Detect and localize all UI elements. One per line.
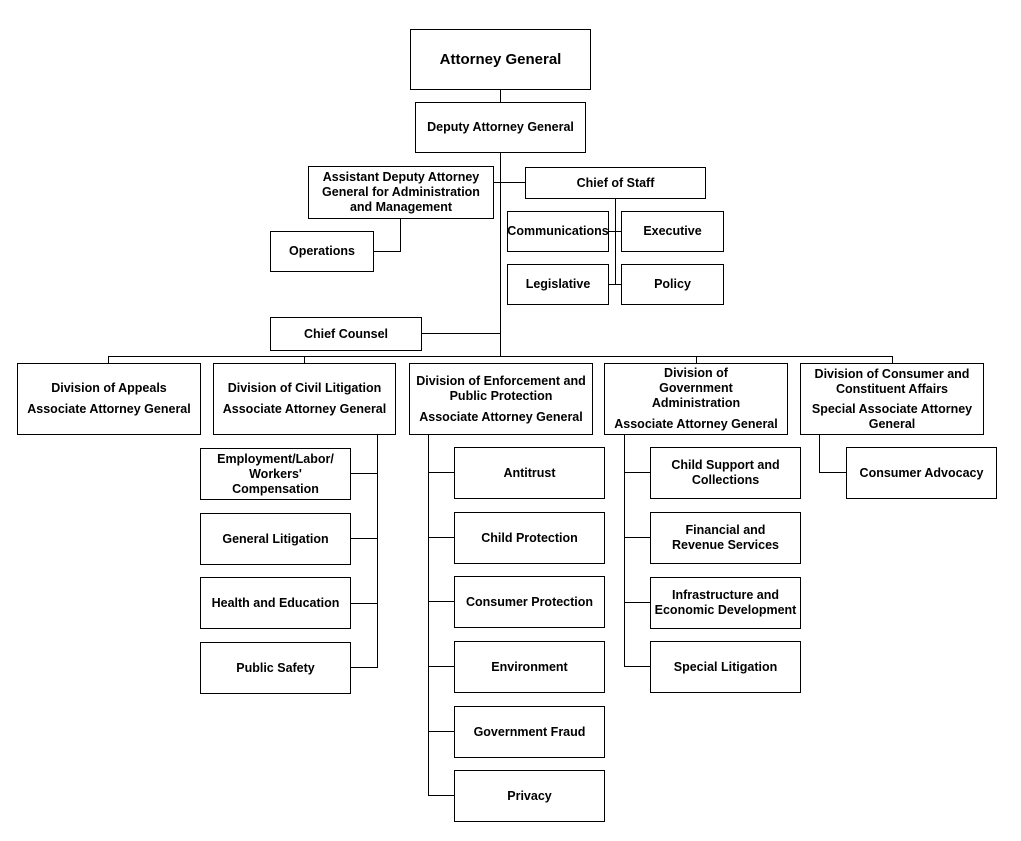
unit-label: Special Litigation (673, 659, 778, 674)
connector (108, 356, 893, 357)
unit-label: Government Fraud (473, 724, 586, 739)
unit-label: Public Safety (236, 660, 315, 675)
division-name: Division of Government Administration (651, 366, 741, 410)
box-label: Communications (507, 224, 609, 238)
connector (615, 198, 616, 285)
unit-label: General Litigation (222, 531, 329, 546)
division-enforcement-box: Division of Enforcement and Public Prote… (409, 363, 593, 435)
unit-box: Health and Education (200, 577, 351, 629)
division-name: Division of Appeals (51, 381, 167, 395)
connector (624, 434, 625, 667)
connector (373, 251, 401, 252)
connector (493, 182, 525, 183)
unit-label: Privacy (507, 788, 552, 803)
unit-box: Child Protection (454, 512, 605, 564)
connector (819, 434, 820, 473)
division-name: Division of Consumer and Constituent Aff… (814, 366, 970, 396)
unit-box: Child Support and Collections (650, 447, 801, 499)
connector (421, 333, 501, 334)
box-label: Deputy Attorney General (427, 120, 574, 134)
division-head: Associate Attorney General (614, 417, 778, 431)
division-civil-litigation-box: Division of Civil Litigation Associate A… (213, 363, 396, 435)
division-head: Associate Attorney General (419, 409, 583, 424)
connector (377, 434, 378, 668)
communications-box: Communications (507, 211, 609, 252)
unit-label: Health and Education (211, 595, 340, 610)
connector (624, 537, 651, 538)
connector (696, 356, 697, 364)
box-label: Executive (643, 224, 702, 238)
unit-box: Privacy (454, 770, 605, 822)
unit-box: Antitrust (454, 447, 605, 499)
unit-box: Infrastructure and Economic Development (650, 577, 801, 629)
connector (428, 795, 455, 796)
unit-box: Consumer Protection (454, 576, 605, 628)
box-label: Chief Counsel (303, 326, 389, 341)
division-head: Associate Attorney General (222, 402, 387, 416)
division-name: Division of Enforcement and Public Prote… (416, 373, 586, 403)
unit-label: Antitrust (503, 465, 556, 480)
connector (428, 601, 455, 602)
division-head: Associate Attorney General (27, 402, 191, 416)
division-name: Division of Civil Litigation (227, 381, 382, 395)
unit-box: Employment/Labor/ Workers' Compensation (200, 448, 351, 500)
unit-box: Consumer Advocacy (846, 447, 997, 499)
unit-label: Child Support and Collections (671, 458, 780, 487)
unit-label: Financial and Revenue Services (671, 523, 779, 552)
connector (400, 218, 401, 251)
connector (350, 667, 378, 668)
unit-label: Environment (491, 659, 568, 674)
deputy-attorney-general-box: Deputy Attorney General (415, 102, 586, 153)
connector (500, 89, 501, 103)
connector (428, 537, 455, 538)
operations-box: Operations (270, 231, 374, 272)
connector (500, 152, 501, 357)
unit-label: Consumer Protection (465, 594, 594, 609)
connector (624, 472, 651, 473)
box-label: Policy (654, 277, 691, 291)
unit-label: Child Protection (481, 530, 578, 545)
chief-counsel-box: Chief Counsel (270, 317, 422, 351)
box-label: Assistant Deputy Attorney General for Ad… (322, 170, 480, 214)
chief-of-staff-box: Chief of Staff (525, 167, 706, 199)
connector (608, 231, 622, 232)
legislative-box: Legislative (507, 264, 609, 305)
policy-box: Policy (621, 264, 724, 305)
division-appeals-box: Division of Appeals Associate Attorney G… (17, 363, 201, 435)
unit-box: Government Fraud (454, 706, 605, 758)
attorney-general-box: Attorney General (410, 29, 591, 90)
box-label: Legislative (525, 277, 591, 291)
connector (892, 356, 893, 364)
unit-box: Financial and Revenue Services (650, 512, 801, 564)
box-label: Attorney General (439, 51, 562, 68)
unit-box: Environment (454, 641, 605, 693)
unit-label: Consumer Advocacy (859, 465, 984, 480)
unit-box: General Litigation (200, 513, 351, 565)
connector (350, 473, 378, 474)
connector (624, 666, 651, 667)
box-label: Chief of Staff (576, 175, 655, 190)
unit-label: Employment/Labor/ Workers' Compensation (217, 451, 334, 496)
unit-box: Special Litigation (650, 641, 801, 693)
executive-box: Executive (621, 211, 724, 252)
unit-label: Infrastructure and Economic Development (654, 588, 797, 617)
connector (428, 666, 455, 667)
division-government-admin-box: Division of Government Administration As… (604, 363, 788, 435)
division-head: Special Associate Attorney General (811, 401, 973, 431)
connector (608, 284, 622, 285)
connector (428, 472, 455, 473)
unit-box: Public Safety (200, 642, 351, 694)
connector (428, 731, 455, 732)
connector (428, 434, 429, 796)
division-consumer-affairs-box: Division of Consumer and Constituent Aff… (800, 363, 984, 435)
connector (350, 603, 378, 604)
connector (624, 602, 651, 603)
connector (108, 356, 109, 364)
connector (819, 472, 847, 473)
connector (350, 538, 378, 539)
assistant-deputy-box: Assistant Deputy Attorney General for Ad… (308, 166, 494, 219)
box-label: Operations (289, 244, 355, 258)
connector (304, 356, 305, 364)
